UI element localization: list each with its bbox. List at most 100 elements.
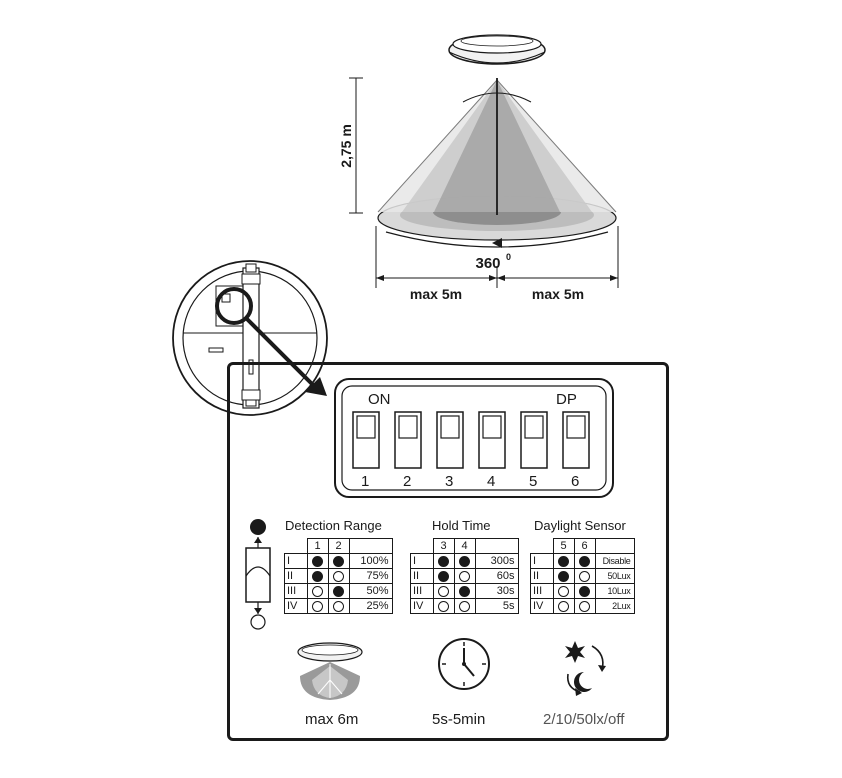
dot-cell: [573, 553, 596, 569]
table-row: IV 2Lux: [530, 598, 635, 614]
dot-on: [459, 555, 470, 567]
dot-off: [459, 570, 470, 582]
range-dimension: [375, 226, 619, 288]
row-value: 10Lux: [594, 583, 635, 599]
ceiling-lamp-icon: [448, 34, 546, 65]
dot-cell: [453, 553, 476, 569]
sun-moon-cycle-icon: [565, 641, 606, 696]
detection-range-title: Detection Range: [285, 518, 382, 533]
dot-cell: [573, 583, 596, 599]
dip-number-4: 4: [487, 473, 496, 490]
row-roman: III: [284, 583, 308, 599]
row-roman: III: [410, 583, 434, 599]
dot-cell: [552, 568, 575, 584]
row-roman: II: [410, 568, 434, 584]
dot-on: [579, 555, 590, 567]
row-value: 50%: [348, 583, 393, 599]
dot-off: [558, 600, 569, 612]
switch-column-header: 2: [327, 538, 350, 554]
dot-off: [558, 585, 569, 597]
dip-switch-block: [334, 378, 614, 498]
sensor-cone-icon: [297, 642, 363, 700]
table-row: II 50Lux: [530, 568, 635, 584]
dot-cell: [306, 583, 329, 599]
dip-number-5: 5: [529, 473, 538, 490]
dot-on: [438, 555, 449, 567]
left-range-label: max 5m: [410, 286, 462, 302]
row-roman: IV: [530, 598, 554, 614]
row-value: 30s: [474, 583, 519, 599]
table-corner: [530, 538, 554, 554]
dial-clock-icon: [438, 638, 490, 690]
daylight-sensor-title: Daylight Sensor: [534, 518, 626, 533]
switch-column-header: 4: [453, 538, 476, 554]
dot-on: [333, 555, 344, 567]
hold-time-title: Hold Time: [432, 518, 491, 533]
angle-degree-mark: 0: [506, 252, 511, 262]
dot-cell: [432, 568, 455, 584]
table-row: III 30s: [410, 583, 519, 599]
row-roman: III: [530, 583, 554, 599]
switch-column-header: 3: [432, 538, 455, 554]
row-roman: IV: [410, 598, 434, 614]
table-row: III 10Lux: [530, 583, 635, 599]
row-value: 50Lux: [594, 568, 635, 584]
dot-cell: [573, 568, 596, 584]
dot-cell: [432, 583, 455, 599]
table-row: IV 25%: [284, 598, 393, 614]
row-value: 25%: [348, 598, 393, 614]
row-roman: II: [530, 568, 554, 584]
dot-on: [459, 585, 470, 597]
dot-cell: [432, 598, 455, 614]
table-row: III 50%: [284, 583, 393, 599]
dot-cell: [552, 598, 575, 614]
value-column-header: [348, 538, 393, 554]
dot-off: [312, 585, 323, 597]
row-roman: I: [530, 553, 554, 569]
dip-switch-knob-2: [398, 415, 418, 439]
dot-on: [312, 570, 323, 582]
dot-on: [438, 570, 449, 582]
dot-cell: [432, 553, 455, 569]
dot-cell: [327, 553, 350, 569]
dip-number-6: 6: [571, 473, 580, 490]
row-roman: IV: [284, 598, 308, 614]
dot-off: [438, 600, 449, 612]
dot-cell: [306, 598, 329, 614]
dot-cell: [453, 598, 476, 614]
row-value: 5s: [474, 598, 519, 614]
dot-cell: [453, 568, 476, 584]
dot-off: [459, 600, 470, 612]
dip-switch-knob-3: [440, 415, 460, 439]
dot-cell: [327, 583, 350, 599]
dot-on: [312, 555, 323, 567]
dot-cell: [306, 568, 329, 584]
value-column-header: [474, 538, 519, 554]
table-corner: [410, 538, 434, 554]
dot-off: [333, 570, 344, 582]
dot-cell: [306, 553, 329, 569]
dot-off: [333, 600, 344, 612]
switch-column-header: 6: [573, 538, 596, 554]
row-value: 2Lux: [594, 598, 635, 614]
range-caption: max 6m: [305, 711, 359, 728]
dip-dp-label: DP: [556, 391, 577, 408]
settings-panel: [227, 362, 669, 741]
dot-on: [558, 570, 569, 582]
row-value: 75%: [348, 568, 393, 584]
dip-switch-knob-4: [482, 415, 502, 439]
row-roman: I: [410, 553, 434, 569]
dot-off: [579, 570, 590, 582]
lamp-base-top-view: [172, 260, 328, 416]
switch-column-header: 5: [552, 538, 575, 554]
height-label: 2,75 m: [338, 124, 354, 168]
dot-cell: [573, 598, 596, 614]
dot-on: [579, 585, 590, 597]
dot-on: [333, 585, 344, 597]
dot-cell: [552, 583, 575, 599]
